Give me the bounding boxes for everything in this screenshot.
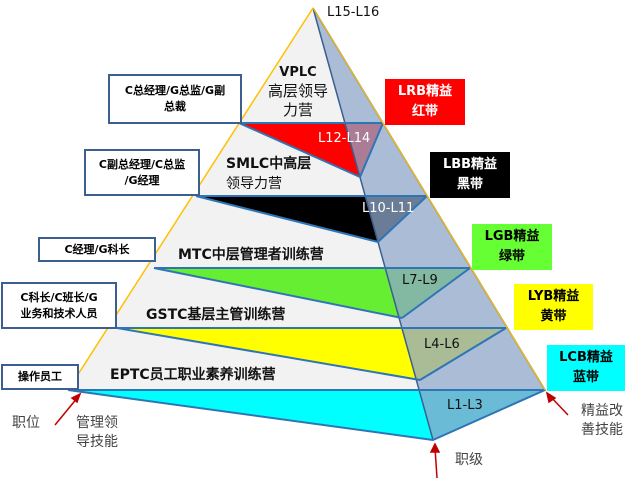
position-line: C科长/C班长/G [20,290,98,304]
camp-name-line2: 力营 [282,101,313,119]
axis-lean-label: 精益改善技能 [581,402,623,440]
belt-line: LYB精益 [527,289,580,304]
position-box: C经理/G科长 [38,237,156,262]
belt-line: LGB精益 [484,229,540,244]
level-label: L7-L9 [402,273,438,288]
axis-grade-label: 职级 [455,452,483,468]
position-box: C科长/C班长/G 业务和技术人员 [1,282,117,329]
belt-line: LRB精益 [397,84,453,99]
level-label: L1-L3 [447,398,483,413]
belt-line: 蓝带 [572,370,599,385]
belt-black: LBB精益黑带 [430,152,510,198]
level-label: L4-L6 [424,337,460,352]
position-line: 操作员工 [18,370,62,383]
camp-smlc: SMLC中高层 领导力营 [226,154,311,194]
axis-line: 善技能 [581,422,623,438]
axis-line: 导技能 [76,434,118,450]
camp-vplc: VPLC 高层领导 力营 [258,64,338,120]
position-line: C经理/G科长 [64,242,130,256]
position-line: 业务和技术人员 [20,306,98,320]
belt-red: LRB精益红带 [385,79,465,125]
axis-management-label: 管理领导技能 [76,414,118,452]
belt-line: 绿带 [498,249,525,264]
camp-name-line2: 领导力营 [226,176,282,192]
position-box: 操作员工 [1,364,79,390]
camp-eptc: EPTC员工职业素养训练营 [110,367,276,383]
level-label: L10-L11 [362,201,415,216]
belt-line: LCB精益 [559,350,613,365]
camp-mtc: MTC中层管理者训练营 [178,247,324,263]
axis-line: 精益改 [581,403,623,419]
position-line: C副总经理/C总监 [98,157,186,171]
belt-cyan: LCB精益蓝带 [547,345,625,391]
camp-gstc: GSTC基层主管训练营 [146,307,286,323]
belt-line: LBB精益 [442,157,498,172]
belt-line: 红带 [411,104,438,119]
belt-line: 黄带 [540,309,567,324]
axis-line: 管理领 [76,415,118,431]
camp-code: VPLC [279,65,317,80]
red-band [239,123,383,177]
level-label: L12-L14 [318,131,371,146]
belt-yellow: LYB精益黄带 [514,284,593,330]
position-line: 总裁 [164,100,186,113]
position-line: /G经理 [124,173,160,187]
position-line: C总经理/G总监/G副 [124,84,226,97]
position-box: C副总经理/C总监/G经理 [84,149,200,196]
position-box: C总经理/G总监/G副总裁 [108,74,242,124]
camp-name-line1: 高层领导 [267,82,328,100]
belt-line: 黑带 [456,177,483,192]
belt-green: LGB精益绿带 [472,224,552,270]
axis-position-label: 职位 [12,415,40,431]
camp-name-line1: SMLC中高层 [226,156,312,172]
apex-level-label: L15-L16 [327,5,380,20]
